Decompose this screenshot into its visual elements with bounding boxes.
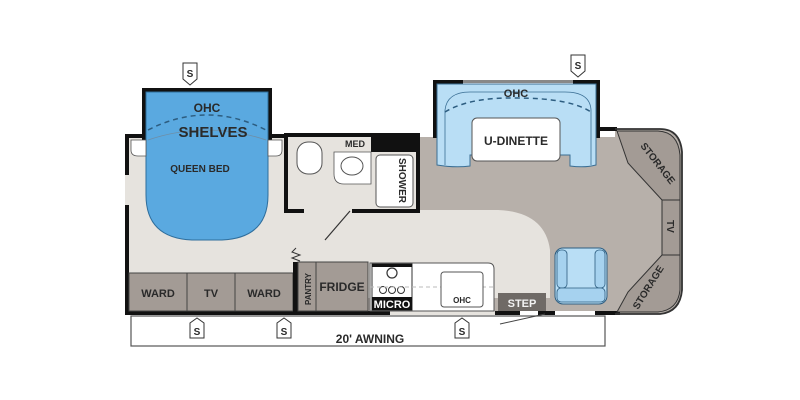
pantry-label: PANTRY: [304, 272, 313, 305]
bath-wall-right: [416, 133, 420, 213]
queen-bed[interactable]: [145, 91, 269, 241]
dinette-ohc-label: OHC: [504, 88, 529, 100]
galley-ohc-label: OHC: [453, 296, 471, 305]
svg-text:S: S: [575, 61, 582, 72]
bath-wall-top: [284, 133, 420, 137]
bath-wall-bottom: [284, 209, 304, 213]
dinette-table[interactable]: [471, 117, 561, 162]
micro-label: MICRO: [374, 299, 411, 311]
dinette-slide-wall: [433, 80, 437, 138]
fridge-label: FRIDGE: [319, 280, 364, 294]
slideout-marker-dinette: S: [570, 54, 586, 78]
med-cabinet-block: [371, 137, 416, 152]
dinette-window: [463, 80, 573, 83]
rear-window: [125, 175, 129, 205]
slideout-marker-galley: S: [454, 317, 470, 339]
nightstand-left: [130, 139, 147, 157]
stove-top-edge: [372, 264, 412, 267]
front-cab-outline: [615, 128, 683, 315]
bath-wall-left: [284, 133, 288, 213]
curbside-wall: [125, 311, 620, 315]
tv-cabinet-label: TV: [204, 288, 219, 300]
slideout-marker-tv: S: [189, 317, 205, 339]
dinette-cushion-line: [444, 91, 592, 165]
galley-sink[interactable]: [440, 271, 484, 308]
roadside-wall: [125, 134, 145, 138]
curbside-window: [390, 311, 495, 315]
step-label: STEP: [508, 298, 537, 310]
med-label: MED: [345, 139, 366, 149]
swivel-chair[interactable]: [554, 247, 608, 305]
queen-bed-label: QUEEN BED: [170, 164, 229, 175]
storage-bottom[interactable]: [616, 254, 681, 313]
entry-door-gap: [520, 311, 538, 315]
micro-band: [372, 297, 412, 310]
bath-wall-bottom: [352, 209, 420, 213]
dinette-slide-wall: [433, 80, 463, 84]
svg-text:S: S: [281, 327, 288, 338]
front-tv-label: TV: [664, 220, 675, 233]
sink[interactable]: [340, 156, 364, 176]
ohc-dashed-line: [147, 114, 267, 131]
svg-text:S: S: [187, 69, 194, 80]
shower[interactable]: [375, 154, 414, 208]
rear-wall: [125, 136, 129, 314]
nightstand-right: [267, 139, 283, 157]
toilet[interactable]: [296, 141, 323, 175]
roadside-wall: [597, 127, 617, 131]
burner-icon: [386, 267, 398, 279]
shelves-line: [147, 129, 267, 141]
dinette-label: U-DINETTE: [484, 134, 548, 148]
bed-slide-wall: [142, 88, 272, 92]
curtain-icon: [290, 247, 302, 262]
ward-left-label: WARD: [141, 288, 175, 300]
svg-text:S: S: [194, 327, 201, 338]
ohc-dashed-line: [444, 97, 592, 113]
slideout-marker-ward: S: [276, 317, 292, 339]
ward-right[interactable]: [234, 272, 294, 312]
dinette-slide-wall: [596, 80, 600, 138]
dinette-slide-wall: [573, 80, 600, 84]
bed-slide-wall: [142, 88, 146, 148]
slideout-marker-bed: S: [182, 62, 198, 86]
curbside-window-2: [555, 311, 595, 315]
svg-text:S: S: [459, 327, 466, 338]
partition-wall: [293, 262, 298, 312]
tv-cabinet[interactable]: [186, 272, 236, 312]
burner-icon: [379, 286, 387, 294]
awning-label: 20' AWNING: [336, 332, 404, 346]
fridge[interactable]: [315, 261, 369, 312]
entry-step[interactable]: [498, 293, 546, 311]
bed-ohc-label: OHC: [194, 101, 221, 115]
bed-slide-wall: [268, 88, 272, 148]
shower-label: SHOWER: [396, 158, 407, 204]
bath-door-swing: [324, 210, 351, 241]
entry-door-swing: [499, 313, 546, 325]
shelves-label: SHELVES: [179, 124, 248, 141]
ward-right-label: WARD: [247, 288, 281, 300]
awning-outline: [130, 315, 606, 347]
